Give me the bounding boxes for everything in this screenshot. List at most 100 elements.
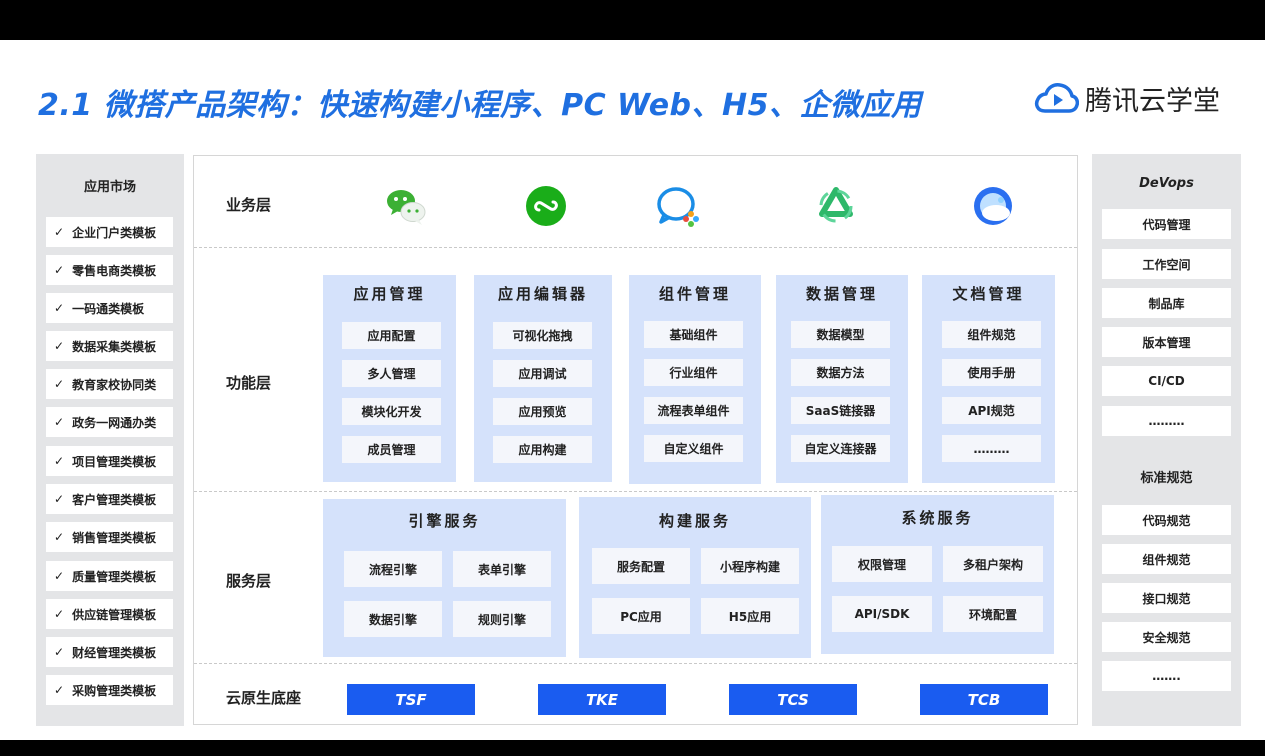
function-item[interactable]: 使用手册 <box>942 359 1041 386</box>
standards-item[interactable]: 接口规范 <box>1102 583 1231 613</box>
function-item[interactable]: 自定义组件 <box>644 435 743 462</box>
standards-title: 标准规范 <box>1140 471 1193 486</box>
check-icon: ✓ <box>54 225 65 239</box>
market-item[interactable]: ✓供应链管理模板 <box>46 599 173 629</box>
function-item[interactable]: 多人管理 <box>342 360 441 387</box>
service-item[interactable]: 权限管理 <box>832 546 932 582</box>
function-item[interactable]: 数据方法 <box>791 359 890 386</box>
service-item[interactable]: 表单引擎 <box>453 551 551 587</box>
market-item[interactable]: ✓政务一网通办类 <box>46 407 173 437</box>
service-item[interactable]: 流程引擎 <box>344 551 442 587</box>
check-icon: ✓ <box>54 645 65 659</box>
layer-divider <box>194 247 1077 248</box>
market-item[interactable]: ✓客户管理类模板 <box>46 484 173 514</box>
function-item[interactable]: 流程表单组件 <box>644 397 743 424</box>
check-icon: ✓ <box>54 683 65 697</box>
app-market-panel: 应用市场 ✓企业门户类模板 ✓零售电商类模板 ✓一码通类模板 ✓数据采集类模板 … <box>36 154 184 726</box>
service-item[interactable]: 规则引擎 <box>453 601 551 637</box>
devops-title: DeVops <box>1139 176 1194 191</box>
service-item[interactable]: 多租户架构 <box>943 546 1043 582</box>
cloud-base-tke[interactable]: TKE <box>538 684 666 715</box>
service-layer-label: 服务层 <box>226 572 272 590</box>
top-black-bar <box>0 0 1265 40</box>
service-item[interactable]: 服务配置 <box>592 548 690 584</box>
devops-item[interactable]: 工作空间 <box>1102 249 1231 279</box>
market-item[interactable]: ✓财经管理类模板 <box>46 637 173 667</box>
devops-item[interactable]: ……… <box>1102 406 1231 436</box>
market-item[interactable]: ✓零售电商类模板 <box>46 255 173 285</box>
market-item[interactable]: ✓销售管理类模板 <box>46 522 173 552</box>
architecture-frame: 业务层 功能层 服务层 云原生底座 应用管理 应用配置 多人管理 模块化开发 <box>193 155 1078 725</box>
standards-item[interactable]: 安全规范 <box>1102 622 1231 652</box>
check-icon: ✓ <box>54 569 65 583</box>
function-item[interactable]: 应用构建 <box>493 436 592 463</box>
function-item[interactable]: 行业组件 <box>644 359 743 386</box>
cloud-layer-label: 云原生底座 <box>226 689 302 707</box>
function-item[interactable]: 数据模型 <box>791 321 890 348</box>
service-item[interactable]: 数据引擎 <box>344 601 442 637</box>
check-icon: ✓ <box>54 263 65 277</box>
function-item[interactable]: 组件规范 <box>942 321 1041 348</box>
market-item[interactable]: ✓教育家校协同类 <box>46 369 173 399</box>
devops-item[interactable]: 版本管理 <box>1102 327 1231 357</box>
service-card-system: 系统服务 权限管理 多租户架构 API/SDK 环境配置 <box>821 495 1054 654</box>
market-item[interactable]: ✓数据采集类模板 <box>46 331 173 361</box>
check-icon: ✓ <box>54 415 65 429</box>
market-item[interactable]: ✓一码通类模板 <box>46 293 173 323</box>
cloud-base-tsf[interactable]: TSF <box>347 684 475 715</box>
wechat-icon[interactable] <box>384 184 428 228</box>
devops-item[interactable]: 代码管理 <box>1102 209 1231 239</box>
devops-item[interactable]: 制品库 <box>1102 288 1231 318</box>
function-item[interactable]: 基础组件 <box>644 321 743 348</box>
check-icon: ✓ <box>54 301 65 315</box>
function-item[interactable]: 应用预览 <box>493 398 592 425</box>
check-icon: ✓ <box>54 454 65 468</box>
function-item[interactable]: 可视化拖拽 <box>493 322 592 349</box>
devops-item[interactable]: CI/CD <box>1102 366 1231 396</box>
cloud-base-tcb[interactable]: TCB <box>920 684 1048 715</box>
qq-browser-icon[interactable] <box>971 184 1015 228</box>
function-item[interactable]: ……… <box>942 435 1041 462</box>
service-item[interactable]: API/SDK <box>832 596 932 632</box>
business-layer-label: 业务层 <box>226 196 272 214</box>
mini-program-icon[interactable] <box>524 184 568 228</box>
service-item[interactable]: 小程序构建 <box>701 548 799 584</box>
function-card-doc-management: 文档管理 组件规范 使用手册 API规范 ……… <box>922 275 1055 483</box>
function-item[interactable]: 成员管理 <box>342 436 441 463</box>
tencent-cloud-icon[interactable] <box>814 184 858 228</box>
service-item[interactable]: PC应用 <box>592 598 690 634</box>
check-icon: ✓ <box>54 530 65 544</box>
cloud-base-tcs[interactable]: TCS <box>729 684 857 715</box>
standards-item[interactable]: ……. <box>1102 661 1231 691</box>
wecom-icon[interactable] <box>656 184 700 228</box>
service-card-build: 构建服务 服务配置 小程序构建 PC应用 H5应用 <box>579 497 811 658</box>
market-item[interactable]: ✓项目管理类模板 <box>46 446 173 476</box>
brand-logo: 腾讯云学堂 <box>1033 80 1220 117</box>
page-title: 2.1 微搭产品架构：快速构建小程序、PC Web、H5、企微应用 <box>38 88 922 123</box>
standards-item[interactable]: 代码规范 <box>1102 505 1231 535</box>
function-item[interactable]: 应用调试 <box>493 360 592 387</box>
check-icon: ✓ <box>54 377 65 391</box>
standards-item[interactable]: 组件规范 <box>1102 544 1231 574</box>
function-card-app-editor: 应用编辑器 可视化拖拽 应用调试 应用预览 应用构建 <box>474 275 612 482</box>
function-card-app-management: 应用管理 应用配置 多人管理 模块化开发 成员管理 <box>323 275 456 482</box>
check-icon: ✓ <box>54 607 65 621</box>
check-icon: ✓ <box>54 492 65 506</box>
service-item[interactable]: H5应用 <box>701 598 799 634</box>
service-item[interactable]: 环境配置 <box>943 596 1043 632</box>
app-market-title: 应用市场 <box>83 180 136 195</box>
devops-panel: DeVops 代码管理 工作空间 制品库 版本管理 CI/CD ……… 标准规范… <box>1092 154 1241 726</box>
market-item[interactable]: ✓企业门户类模板 <box>46 217 173 247</box>
function-item[interactable]: 应用配置 <box>342 322 441 349</box>
layer-divider <box>194 663 1077 664</box>
function-item[interactable]: 自定义连接器 <box>791 435 890 462</box>
service-card-engine: 引擎服务 流程引擎 表单引擎 数据引擎 规则引擎 <box>323 499 566 657</box>
function-layer-label: 功能层 <box>226 374 272 392</box>
market-item[interactable]: ✓采购管理类模板 <box>46 675 173 705</box>
function-card-data-management: 数据管理 数据模型 数据方法 SaaS链接器 自定义连接器 <box>776 275 908 483</box>
function-item[interactable]: 模块化开发 <box>342 398 441 425</box>
market-item[interactable]: ✓质量管理类模板 <box>46 561 173 591</box>
function-card-component-management: 组件管理 基础组件 行业组件 流程表单组件 自定义组件 <box>629 275 761 484</box>
function-item[interactable]: API规范 <box>942 397 1041 424</box>
function-item[interactable]: SaaS链接器 <box>791 397 890 424</box>
